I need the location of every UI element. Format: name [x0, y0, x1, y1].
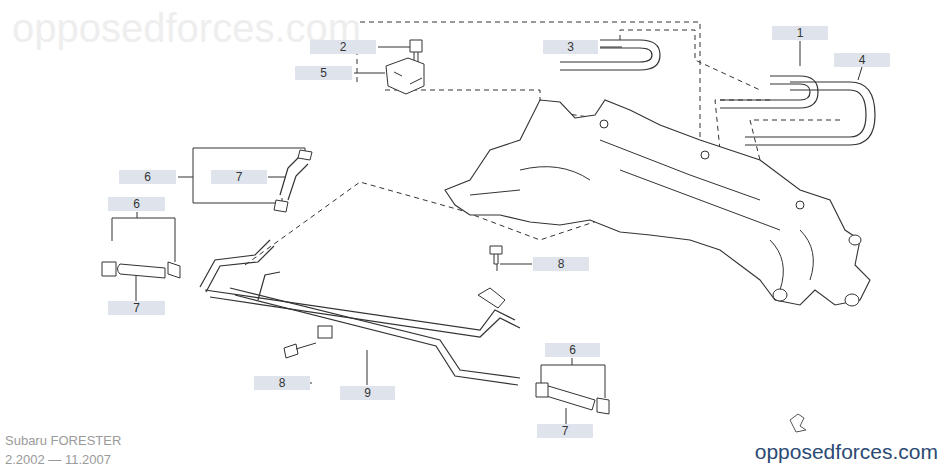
leader-line [566, 408, 567, 424]
leader-line [354, 73, 385, 74]
leader-line [600, 47, 622, 48]
callout-number: 7 [537, 424, 593, 438]
callout-number: 1 [772, 26, 828, 40]
callout-number: 6 [108, 197, 165, 211]
callout-number: 8 [533, 257, 589, 271]
vehicle-note: 2.2002 — 11.2007 [5, 452, 111, 467]
bracket [572, 358, 573, 365]
site-logo: opposedforces.com [755, 440, 938, 464]
bracket [112, 218, 175, 262]
leader-line [800, 41, 801, 66]
callout-number: 6 [119, 170, 176, 184]
leader-line [268, 177, 286, 178]
callout-number: 4 [834, 53, 890, 67]
callout-number: 6 [545, 343, 600, 357]
callout-number: 7 [211, 170, 267, 184]
leader-line [367, 350, 368, 385]
callout-number: 2 [310, 40, 376, 54]
watermark: opposedforces.com [12, 6, 361, 51]
vehicle-note: Subaru FORESTER [5, 433, 121, 448]
leader-line [500, 264, 532, 265]
callout-number: 7 [108, 301, 165, 315]
callout-number: 9 [340, 386, 395, 400]
callout-number: 5 [295, 66, 352, 80]
leader-line [858, 67, 862, 80]
leader-line [378, 47, 412, 48]
callout-number: 3 [543, 40, 598, 54]
callout-number: 8 [254, 376, 310, 390]
bracket [137, 212, 138, 218]
